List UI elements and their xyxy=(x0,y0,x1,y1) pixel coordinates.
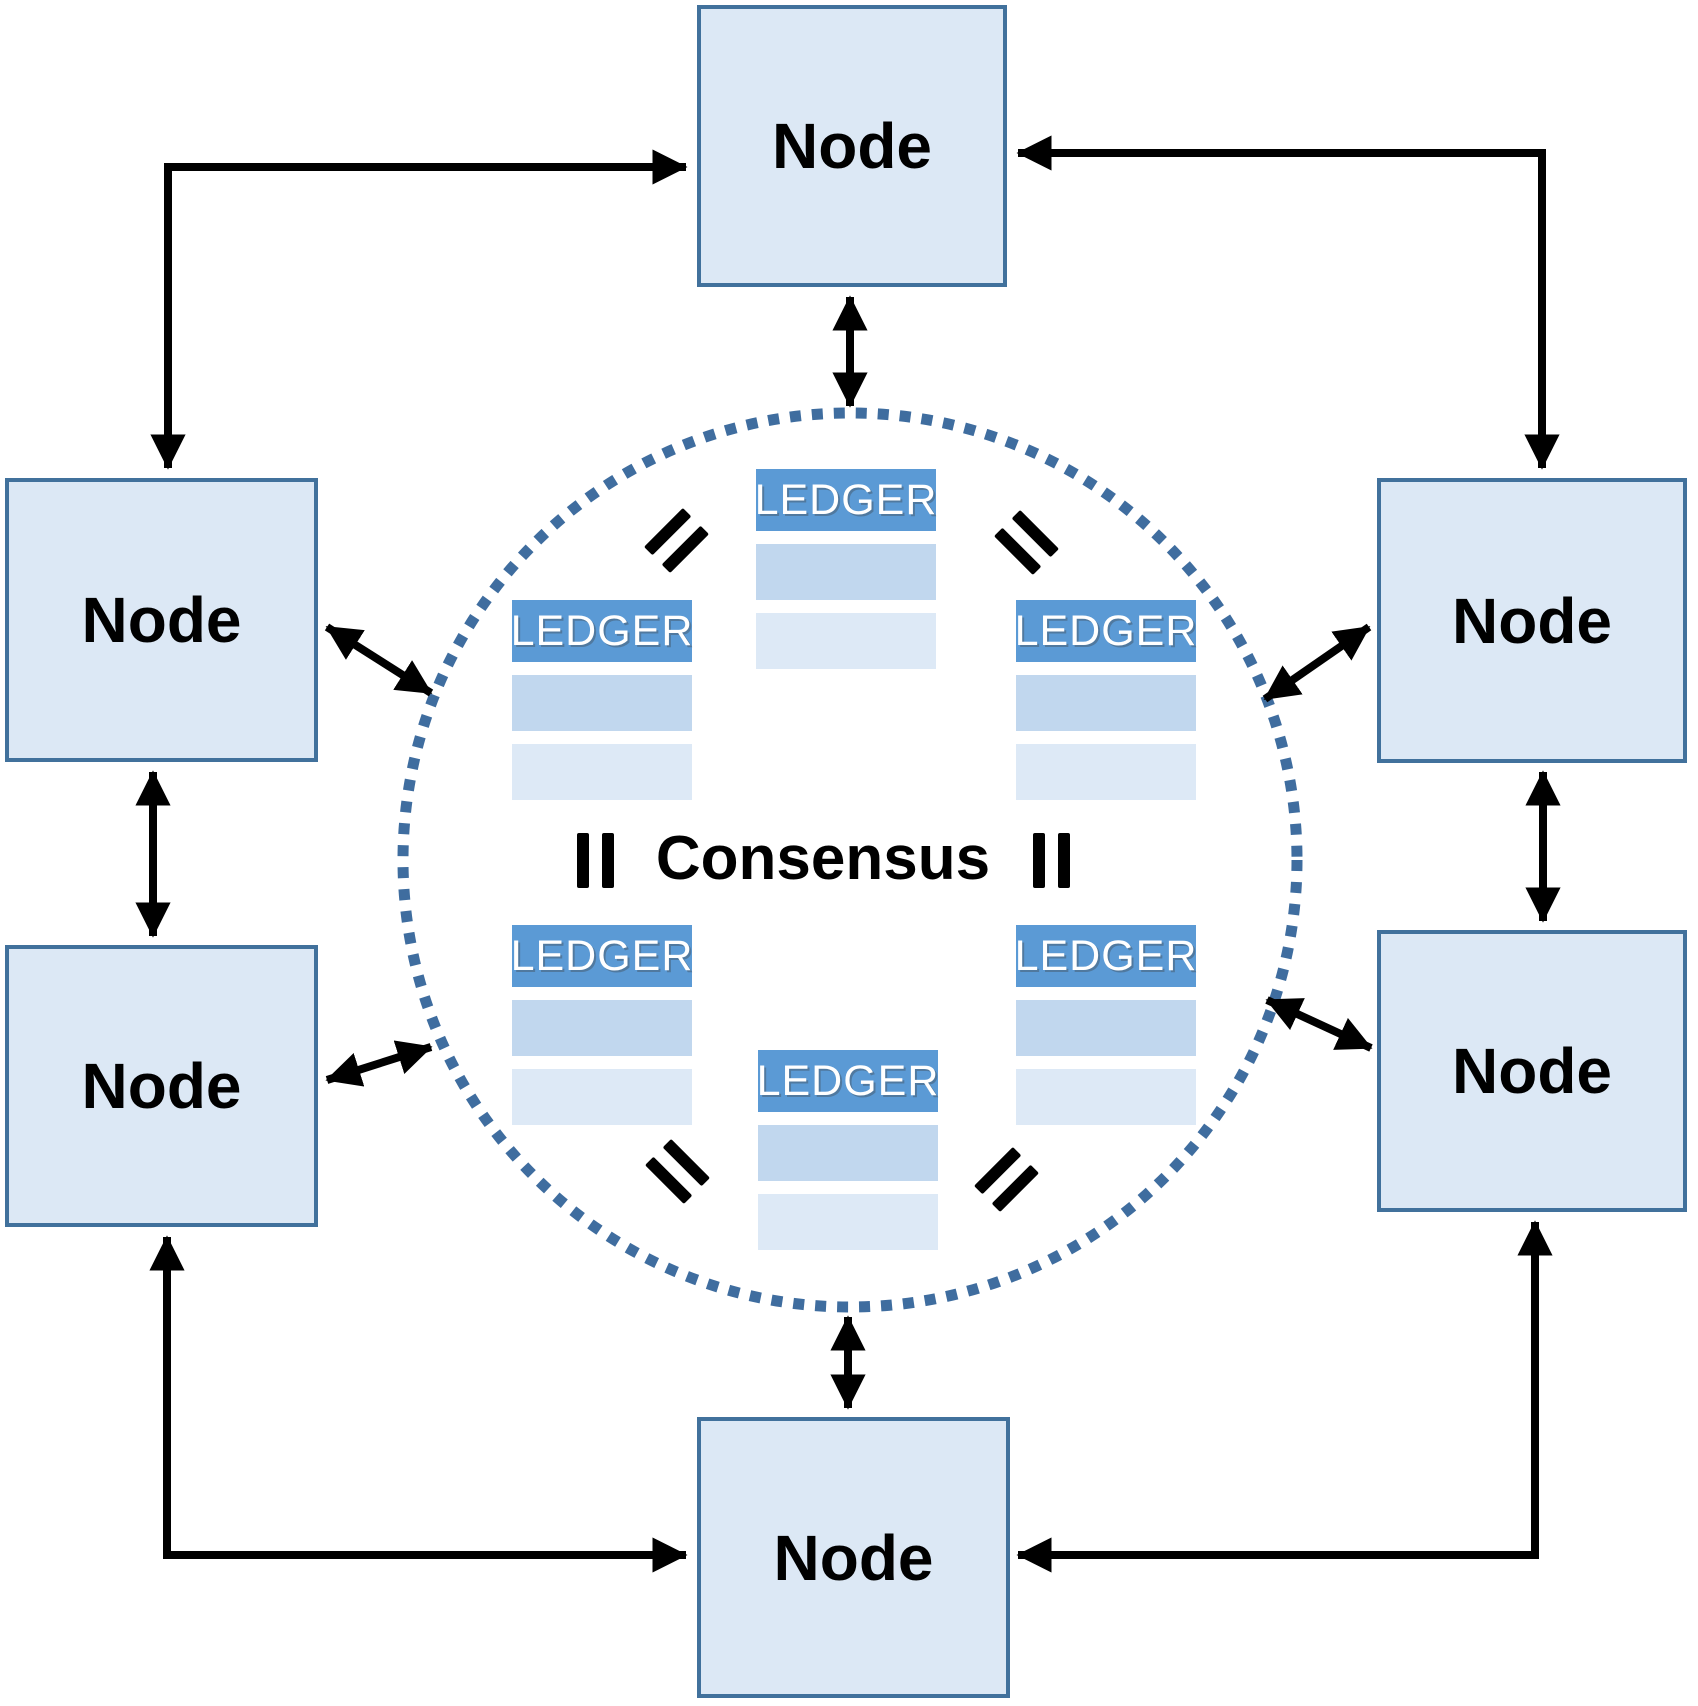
ledger-row xyxy=(758,1194,938,1250)
arrow-bottom-left-elbow xyxy=(149,1235,688,1573)
ledger-upper-right: LEDGER xyxy=(1015,600,1196,800)
node-upper-left: Node xyxy=(5,478,318,762)
arrow-upper-left-diagonal xyxy=(324,623,434,697)
equals-bar xyxy=(577,833,589,888)
arrow-lower-right-diagonal xyxy=(1265,996,1373,1052)
node-top: Node xyxy=(697,5,1007,287)
ledger-bottom: LEDGER xyxy=(757,1050,938,1250)
equals-icon xyxy=(577,833,614,888)
arrow-top-left-elbow xyxy=(150,149,688,470)
ledger-upper-left: LEDGER xyxy=(511,600,692,800)
node-label: Node xyxy=(1452,584,1612,657)
ledger-row xyxy=(1016,1069,1196,1125)
ledger-row xyxy=(1016,675,1196,731)
node-label: Node xyxy=(81,584,242,656)
node-label: Node xyxy=(772,110,932,182)
ledger-row xyxy=(512,675,692,731)
ledger-header: LEDGER xyxy=(511,925,692,987)
node-upper-right: Node xyxy=(1377,478,1687,763)
arrow-top-right-elbow xyxy=(1016,135,1560,470)
ledger-lower-right: LEDGER xyxy=(1015,925,1196,1125)
arrow-upper-right-diagonal xyxy=(1262,623,1372,703)
ledger-row xyxy=(758,1125,938,1181)
equals-bar xyxy=(1033,833,1045,888)
consensus-boundary-circle xyxy=(397,407,1303,1313)
node-label: Node xyxy=(81,1050,242,1122)
consensus-title: Consensus xyxy=(655,823,991,893)
equals-bar xyxy=(602,833,614,888)
equals-icon xyxy=(1033,833,1070,888)
equals-bar xyxy=(1058,833,1070,888)
node-label: Node xyxy=(773,1521,934,1594)
ledger-header: LEDGER xyxy=(757,1050,938,1112)
arrow-bottom-right-elbow xyxy=(1016,1220,1553,1573)
ledger-row xyxy=(756,613,936,669)
ledger-top: LEDGER xyxy=(755,469,936,669)
ledger-row xyxy=(512,1000,692,1056)
ledger-row xyxy=(1016,1000,1196,1056)
ledger-row xyxy=(512,744,692,800)
ledger-header: LEDGER xyxy=(1015,600,1196,662)
node-label: Node xyxy=(1452,1035,1612,1107)
node-bottom: Node xyxy=(697,1417,1010,1698)
ledger-header: LEDGER xyxy=(1015,925,1196,987)
node-lower-right: Node xyxy=(1377,930,1687,1212)
ledger-header: LEDGER xyxy=(511,600,692,662)
ledger-lower-left: LEDGER xyxy=(511,925,692,1125)
ledger-row xyxy=(756,544,936,600)
ledger-row xyxy=(1016,744,1196,800)
ledger-row xyxy=(512,1069,692,1125)
ledger-header: LEDGER xyxy=(755,469,936,531)
arrow-lower-left-diagonal xyxy=(325,1040,433,1087)
node-lower-left: Node xyxy=(5,945,318,1227)
